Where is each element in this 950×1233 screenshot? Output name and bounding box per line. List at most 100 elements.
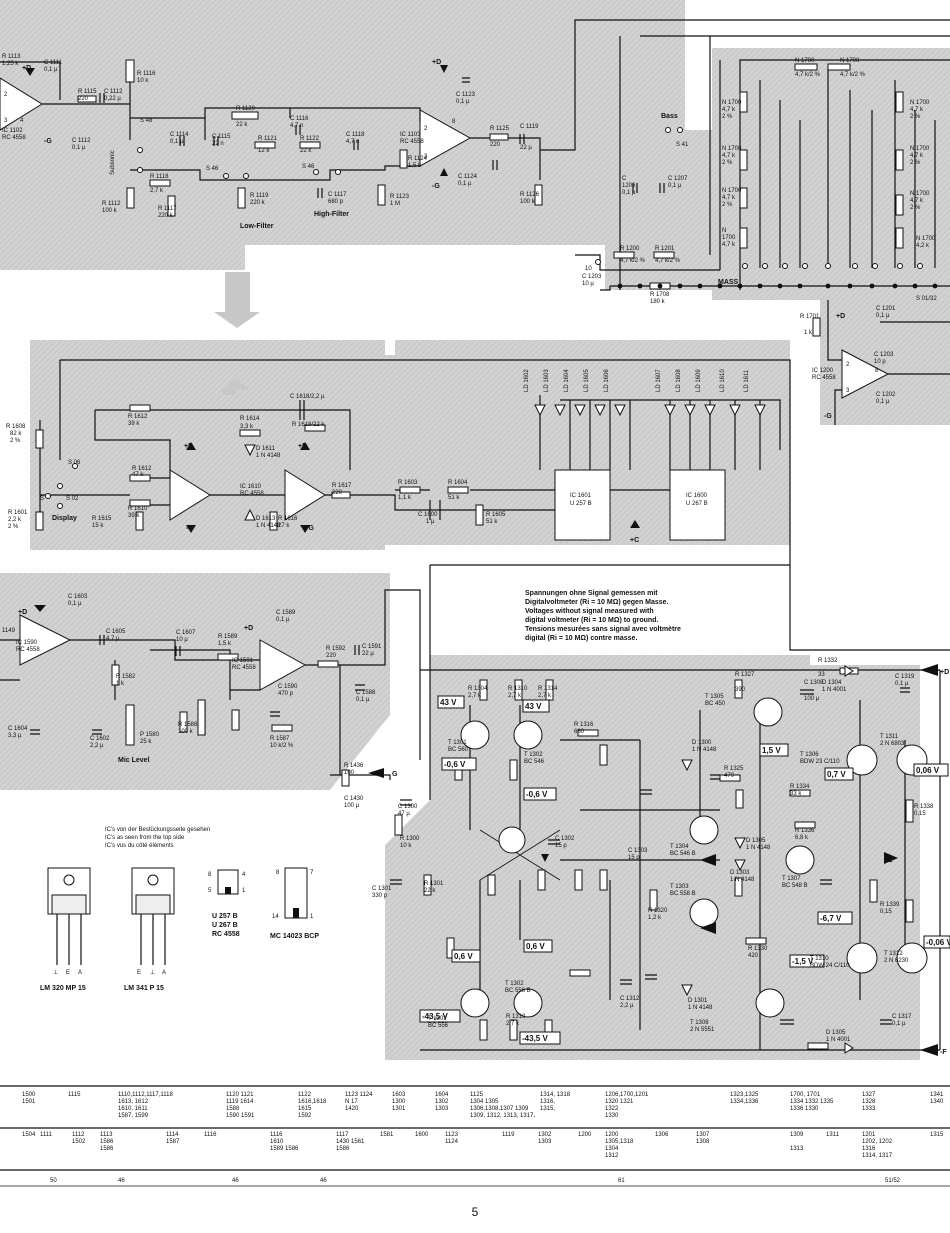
svg-text:R 1582: R 1582 xyxy=(116,674,136,680)
svg-text:-G: -G xyxy=(306,525,314,532)
amplifier-section: 43 V 43 V -0,6 V -0,6 V 1,5 V 0,7 V 0,06… xyxy=(372,564,950,1056)
table-cell: 1314, 1317 xyxy=(862,1153,893,1159)
caption-line-1: IC's von der Bestückungsseite gesehen xyxy=(105,827,210,833)
svg-text:R 1708: R 1708 xyxy=(650,292,670,298)
svg-text:BC 556: BC 556 xyxy=(428,1023,449,1029)
table-cell: 1502 xyxy=(72,1139,86,1145)
svg-text:+D: +D xyxy=(432,59,441,66)
svg-text:C 1602: C 1602 xyxy=(90,736,110,742)
table-cell: 1603 xyxy=(392,1092,406,1098)
svg-text:C 1319: C 1319 xyxy=(895,674,915,680)
svg-text:-G: -G xyxy=(824,413,832,420)
flow-arrow-down xyxy=(214,272,260,328)
svg-text:R 1589: R 1589 xyxy=(218,634,238,640)
svg-text:2 %: 2 % xyxy=(910,205,921,211)
table-cell: 1110,1112,1117,1118 xyxy=(118,1092,173,1098)
svg-text:N 1700: N 1700 xyxy=(910,146,930,152)
svg-text:R 1436: R 1436 xyxy=(344,763,364,769)
svg-text:C 1300: C 1300 xyxy=(398,804,418,810)
svg-text:N 1700: N 1700 xyxy=(910,191,930,197)
table-cell: 1115 xyxy=(68,1092,81,1098)
svg-text:+D: +D xyxy=(836,313,845,320)
table-cell: 1586 xyxy=(100,1146,114,1152)
svg-text:R 1304: R 1304 xyxy=(468,686,488,692)
svg-text:⊥: ⊥ xyxy=(53,969,58,976)
svg-text:-G: -G xyxy=(44,138,52,145)
table-cell: 1604 xyxy=(435,1092,449,1098)
to220-package-2: E⊥A LM 341 P 15 xyxy=(124,867,175,992)
svg-text:U 267 B: U 267 B xyxy=(212,922,238,929)
svg-text:1,5 k: 1,5 k xyxy=(218,641,232,647)
svg-text:2 %: 2 % xyxy=(722,160,733,166)
table-cell: 1590 1591 xyxy=(226,1113,255,1119)
svg-text:3,3 k: 3,3 k xyxy=(240,424,254,430)
table-cell: 1201 xyxy=(862,1132,876,1138)
svg-text:0,1 µ: 0,1 µ xyxy=(458,181,472,187)
svg-text:C 1201: C 1201 xyxy=(876,306,896,312)
svg-text:IC 1590: IC 1590 xyxy=(16,640,38,646)
led-row: LD 1602 LD 1603 LD 1604 LD 1605 LD 1606 … xyxy=(524,369,766,417)
table-cell: 1313 xyxy=(790,1146,804,1152)
note-line-3: Voltages without signal measured with xyxy=(525,608,654,615)
svg-text:1 N 4148: 1 N 4148 xyxy=(688,1005,713,1011)
table-cell: 1340 xyxy=(930,1099,944,1105)
svg-text:10: 10 xyxy=(585,266,592,272)
svg-text:0,7 V: 0,7 V xyxy=(827,770,846,779)
table-cell: 1311 xyxy=(826,1132,840,1138)
table-cell: 1581 xyxy=(380,1132,394,1138)
table-cell: 1312 xyxy=(605,1153,619,1159)
svg-text:C 1118: C 1118 xyxy=(346,132,365,138)
svg-text:220 k: 220 k xyxy=(250,200,266,206)
svg-text:1 k: 1 k xyxy=(804,330,813,336)
svg-text:0,1 µ: 0,1 µ xyxy=(456,99,470,105)
svg-text:R 1618/22 k: R 1618/22 k xyxy=(292,422,325,428)
table-cell: 1334,1336 xyxy=(730,1099,759,1105)
table-cell: 1316 xyxy=(862,1146,876,1152)
table-cell: 1119 xyxy=(502,1132,515,1138)
shade-ic1200 xyxy=(820,300,950,425)
svg-text:C 1301: C 1301 xyxy=(372,886,392,892)
svg-text:T 1301: T 1301 xyxy=(448,740,467,746)
svg-text:R 1325: R 1325 xyxy=(724,766,744,772)
table-cell: 1116 xyxy=(204,1132,217,1138)
table-cell: 1113 xyxy=(100,1132,113,1138)
table-cell: 1300 xyxy=(392,1099,406,1105)
svg-text:-0,6 V: -0,6 V xyxy=(526,790,548,799)
svg-text:LD 1607: LD 1607 xyxy=(656,369,662,392)
svg-text:N: N xyxy=(722,228,726,234)
table-cell: 1125 xyxy=(470,1092,484,1098)
svg-text:T 1312: T 1312 xyxy=(884,951,903,957)
table-cell: 1309, 1312, 1313, 1317, xyxy=(470,1113,535,1119)
svg-text:T 1302: T 1302 xyxy=(505,981,524,987)
svg-text:C 1112: C 1112 xyxy=(104,89,123,95)
table-cell: 1610, 1611 xyxy=(118,1106,148,1112)
note-line-1: Spannungen ohne Signal gemessen mit xyxy=(525,590,658,597)
svg-text:470: 470 xyxy=(724,773,735,779)
svg-text:RC 4558: RC 4558 xyxy=(812,375,836,381)
svg-text:C 1605: C 1605 xyxy=(106,629,126,635)
svg-text:4,7 µ: 4,7 µ xyxy=(106,636,120,642)
svg-text:51 k: 51 k xyxy=(448,495,460,501)
svg-text:S 46: S 46 xyxy=(206,166,219,172)
svg-text:D 1611: D 1611 xyxy=(256,446,276,452)
svg-text:39 k: 39 k xyxy=(128,421,140,427)
svg-text:+C: +C xyxy=(630,537,639,544)
table-cell: 1615 xyxy=(298,1106,312,1112)
svg-text:RC 4558: RC 4558 xyxy=(212,931,240,938)
svg-text:0,06 V: 0,06 V xyxy=(916,766,940,775)
table-cell: 1501 xyxy=(22,1099,36,1105)
table-cell: 1119 1614 xyxy=(226,1099,254,1105)
svg-text:4,7 k: 4,7 k xyxy=(722,153,736,159)
page-number: 5 xyxy=(471,1205,479,1219)
svg-text:43 V: 43 V xyxy=(440,698,457,707)
svg-text:0,1 µ: 0,1 µ xyxy=(68,601,82,607)
svg-text:C 1603: C 1603 xyxy=(68,594,88,600)
svg-text:R 1330: R 1330 xyxy=(748,946,768,952)
svg-text:Z: Z xyxy=(712,858,717,865)
svg-text:2,7 k: 2,7 k xyxy=(468,693,482,699)
switch-contacts xyxy=(742,263,923,269)
